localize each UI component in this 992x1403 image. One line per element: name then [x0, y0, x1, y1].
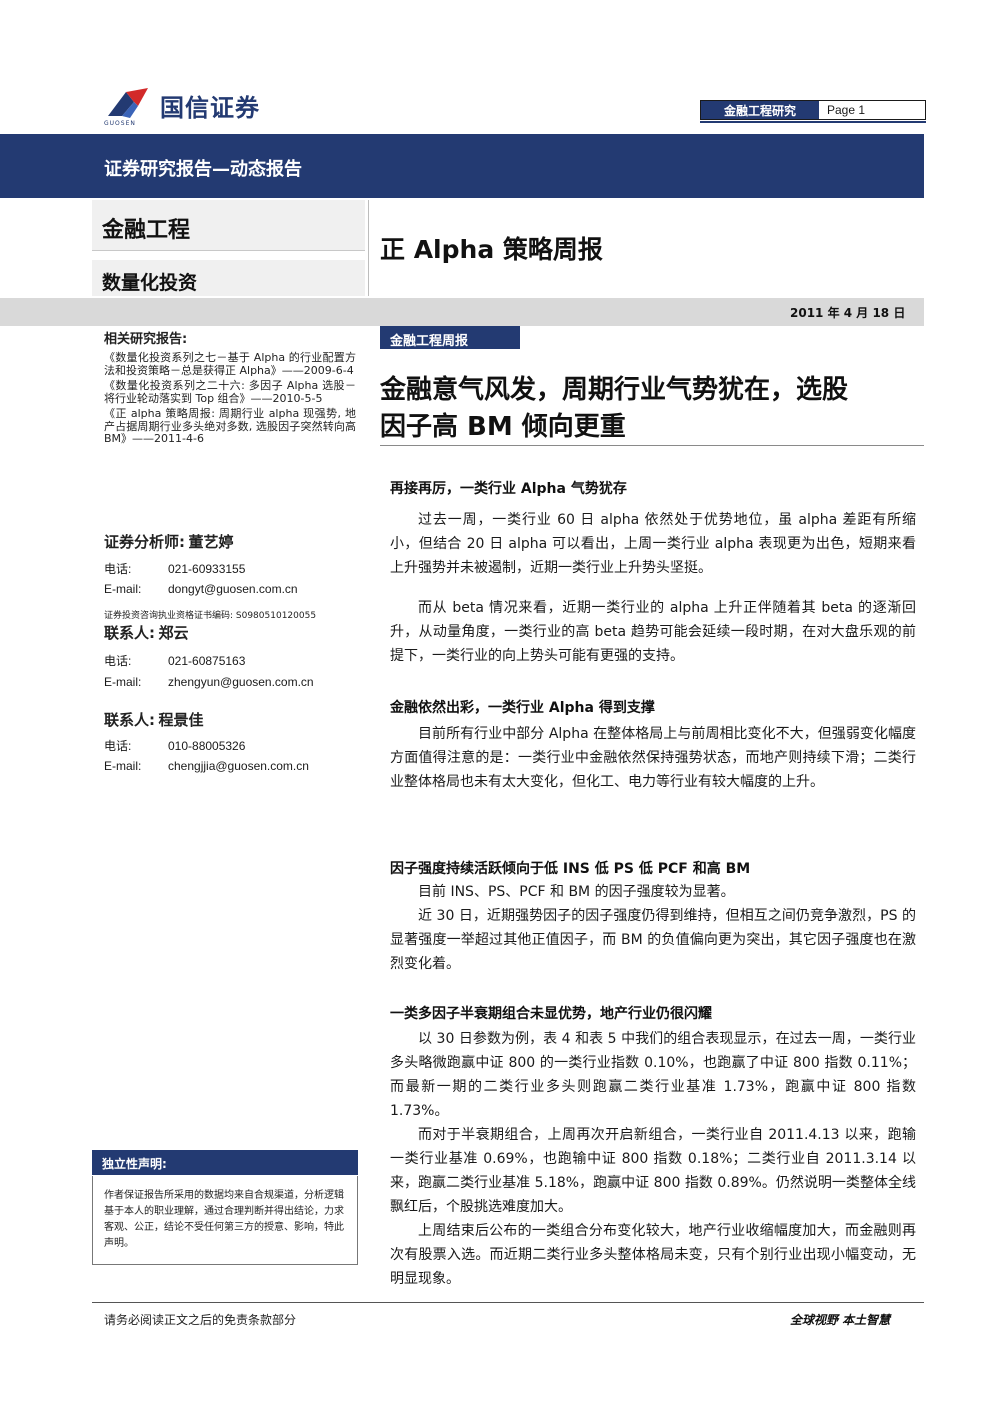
banner-text: 证券研究报告—动态报告 — [104, 159, 302, 180]
disclaimer-box — [92, 1176, 358, 1265]
related-reports-list: 《数量化投资系列之七－基于 Alpha 的行业配置方法和投资策略－总是获得正 A… — [104, 351, 356, 446]
dept-label: 金融工程研究 — [701, 101, 819, 119]
analyst-phone-row: 电话:021-60933155 — [104, 562, 246, 576]
paragraph: 以 30 日参数为例，表 4 和表 5 中我们的组合表现显示，在过去一周，一类行… — [390, 1031, 916, 1119]
section-body: 目前所有行业中部分 Alpha 在整体格局上与前周相比变化不大，但强弱变化幅度方… — [390, 722, 916, 794]
paragraph: 而从 beta 情况来看，近期一类行业的 alpha 上升正伴随着其 beta … — [390, 600, 916, 664]
header-page-box: 金融工程研究 Page 1 — [700, 100, 926, 120]
disclaimer-text: 作者保证报告所采用的数据均来自合规渠道，分析逻辑基于本人的职业理解，通过合理判断… — [104, 1190, 344, 1249]
analyst-name: 董艺婷 — [188, 533, 234, 551]
related-report-item[interactable]: 《正 alpha 策略周报: 周期行业 alpha 现强势, 地产占据周期行业多… — [104, 407, 356, 445]
contact-name: 郑云 — [158, 624, 189, 642]
guosen-logo-icon — [108, 88, 148, 118]
analyst-email[interactable]: dongyt@guosen.com.cn — [168, 582, 298, 596]
related-report-item[interactable]: 《数量化投资系列之七－基于 Alpha 的行业配置方法和投资策略－总是获得正 A… — [104, 351, 356, 377]
footer-slogan: 全球视野 本土智慧 — [790, 1313, 891, 1327]
contact-phone-row: 电话:021-60875163 — [104, 654, 246, 668]
paragraph: 目前 INS、PS、PCF 和 BM 的因子强度较为显著。 — [418, 884, 735, 900]
contact-email[interactable]: chengjjia@guosen.com.cn — [168, 759, 309, 773]
contact-phone: 010-88005326 — [168, 739, 246, 753]
section-title: 因子强度持续活跃倾向于低 INS 低 PS 低 PCF 和高 BM — [390, 861, 751, 877]
footer-rule — [92, 1302, 924, 1303]
paragraph: 而对于半衰期组合，上周再次开启新组合，一类行业自 2011.4.13 以来，跑输… — [390, 1127, 916, 1215]
contact-email-row: E-mail:chengjjia@guosen.com.cn — [104, 759, 309, 773]
logo-text: 国信证券 — [160, 94, 260, 122]
section-title: 再接再厉，一类行业 Alpha 气势犹存 — [390, 481, 627, 497]
disclaimer-heading: 独立性声明: — [92, 1150, 358, 1175]
header-divider — [368, 200, 369, 296]
paragraph: 近 30 日，近期强势因子的因子强度仍得到维持，但相互之间仍竞争激烈，PS 的显… — [390, 908, 916, 972]
report-date: 2011 年 4 月 18 日 — [790, 306, 906, 320]
contact-phone-row: 电话:010-88005326 — [104, 739, 246, 753]
contact-heading: 联系人: 郑云 — [104, 624, 189, 642]
section-body: 而从 beta 情况来看，近期一类行业的 alpha 上升正伴随着其 beta … — [390, 596, 916, 668]
page-label: Page 1 — [827, 103, 866, 117]
paragraph: 过去一周，一类行业 60 日 alpha 依然处于优势地位，虽 alpha 差距… — [390, 512, 916, 576]
subcategory-box: 数量化投资 — [92, 260, 365, 296]
report-banner — [0, 134, 924, 198]
analyst-phone: 021-60933155 — [168, 562, 246, 576]
subcategory-label: 数量化投资 — [102, 272, 198, 294]
headline-rule — [380, 445, 924, 446]
analyst-heading: 证券分析师: 董艺婷 — [104, 533, 234, 551]
analyst-email-row: E-mail:dongyt@guosen.com.cn — [104, 582, 298, 596]
headline: 金融意气风发，周期行业气势犹在，选股 因子高 BM 倾向更重 — [380, 375, 849, 442]
related-report-item[interactable]: 《数量化投资系列之二十六: 多因子 Alpha 选股－将行业轮动落实到 Top … — [104, 379, 356, 405]
contact-phone: 021-60875163 — [168, 654, 246, 668]
category-box: 金融工程 — [92, 200, 365, 251]
section-title: 一类多因子半衰期组合未显优势，地产行业仍很闪耀 — [390, 1006, 712, 1022]
related-heading: 相关研究报告: — [104, 332, 188, 347]
logo-subtext: GUOSEN — [104, 120, 136, 127]
contact-name: 程景佳 — [158, 711, 204, 729]
section-body: 过去一周，一类行业 60 日 alpha 依然处于优势地位，虽 alpha 差距… — [390, 508, 916, 580]
date-bar — [0, 298, 924, 326]
contact-email[interactable]: zhengyun@guosen.com.cn — [168, 675, 314, 689]
section-body: 以 30 日参数为例，表 4 和表 5 中我们的组合表现显示，在过去一周，一类行… — [390, 1027, 916, 1291]
paragraph: 目前所有行业中部分 Alpha 在整体格局上与前周相比变化不大，但强弱变化幅度方… — [390, 726, 916, 790]
section-title: 金融依然出彩，一类行业 Alpha 得到支撑 — [390, 700, 655, 716]
analyst-cert: 证券投资咨询执业资格证书编码: S0980510120055 — [104, 611, 317, 621]
section-body: 目前 INS、PS、PCF 和 BM 的因子强度较为显著。 近 30 日，近期强… — [390, 880, 916, 976]
contact-heading: 联系人: 程景佳 — [104, 711, 204, 729]
footer-disclaimer-note: 请务必阅读正文之后的免责条款部分 — [104, 1313, 297, 1327]
report-title: 正 Alpha 策略周报 — [380, 235, 603, 264]
category-label: 金融工程 — [102, 218, 191, 243]
contact-email-row: E-mail:zhengyun@guosen.com.cn — [104, 675, 314, 689]
report-tag: 金融工程周报 — [380, 326, 520, 349]
paragraph: 上周结束后公布的一类组合分布变化较大，地产行业收缩幅度加大，而金融则再次有股票入… — [390, 1223, 916, 1287]
header-rule — [700, 121, 926, 123]
